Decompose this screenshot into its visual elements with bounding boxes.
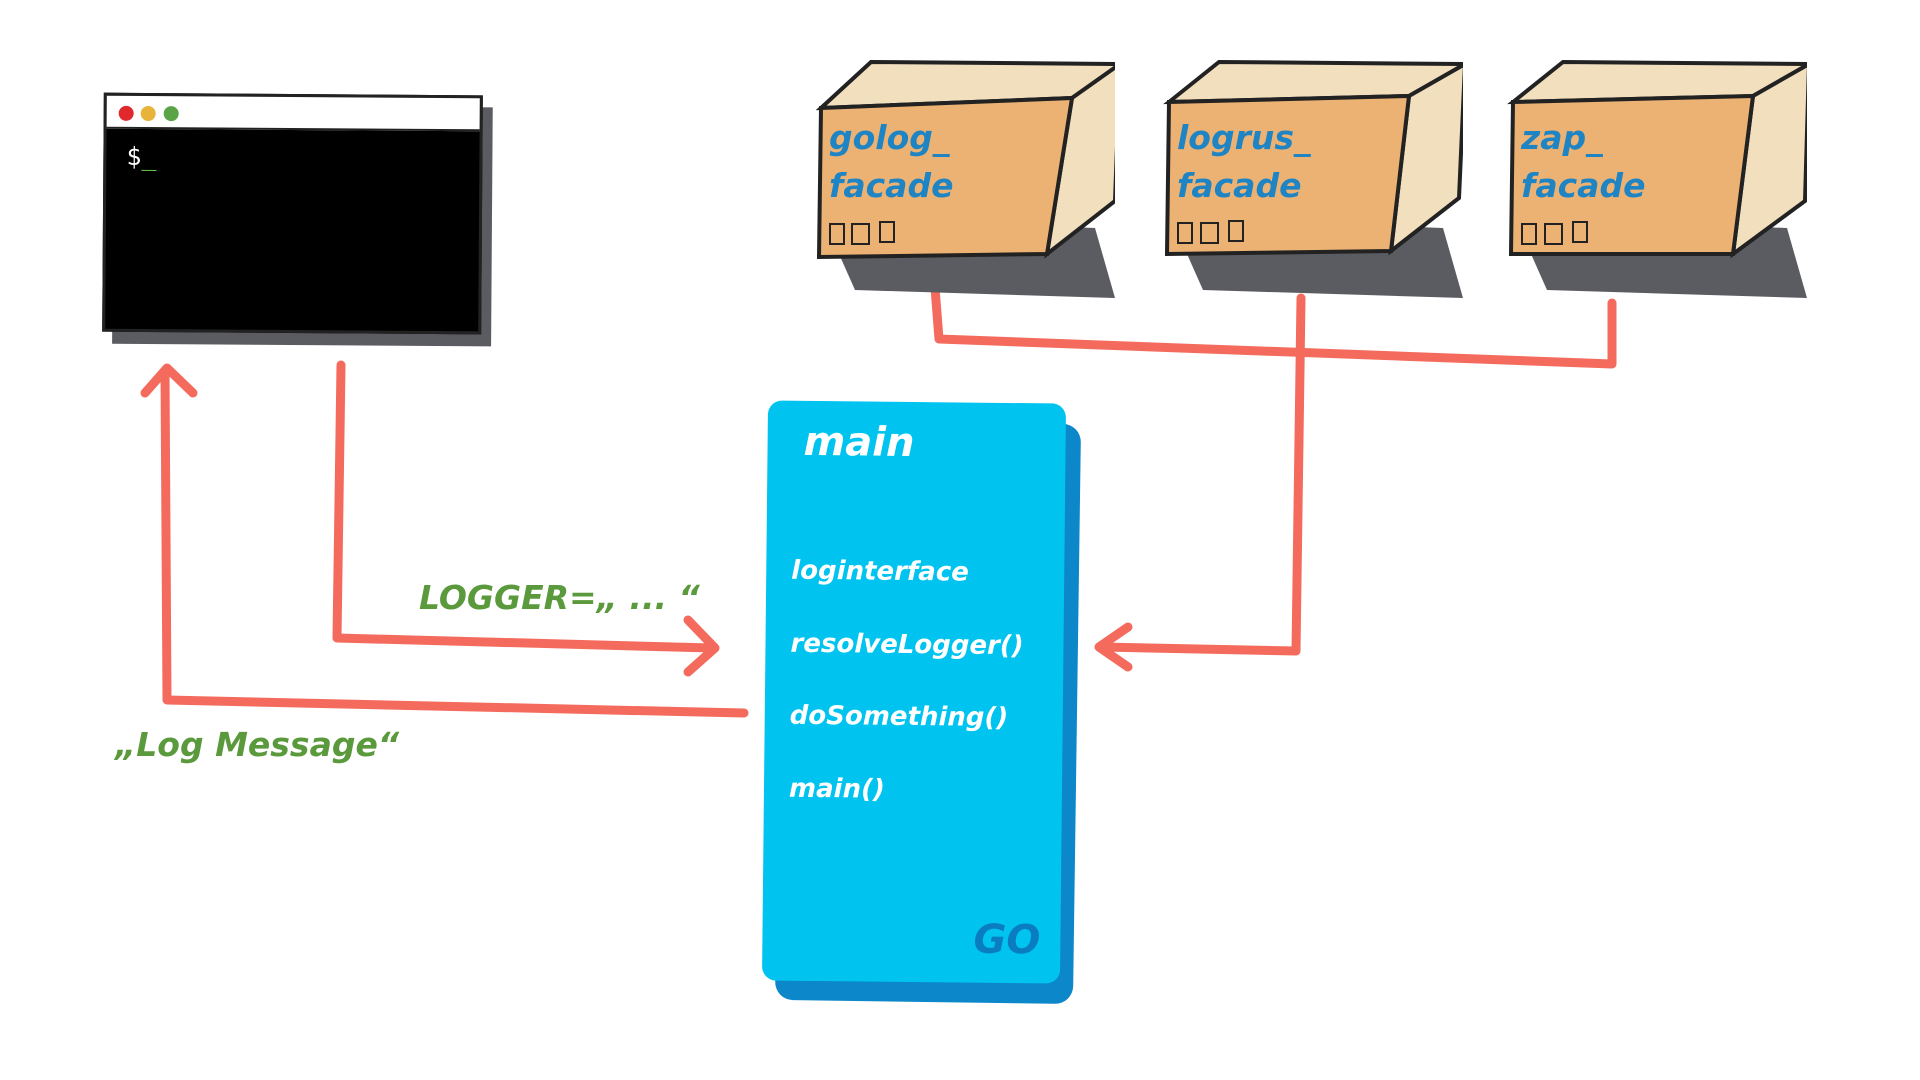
terminal-window: $_: [102, 92, 483, 335]
package-box-golog: golog_ facade: [815, 58, 1115, 298]
prompt-cursor: _: [141, 141, 157, 172]
close-dot-icon: [118, 105, 134, 121]
package-label: zap_ facade: [1521, 118, 1646, 205]
member-item: doSomething(): [789, 700, 1009, 733]
member-item: loginterface: [791, 555, 970, 588]
package-label: logrus_ facade: [1177, 118, 1311, 205]
package-box-zap: zap_ facade: [1507, 58, 1807, 298]
log-message-label: „Log Message“: [115, 725, 400, 764]
env-var-label: LOGGER=„ ... “: [419, 578, 700, 617]
facade-bus-line: [930, 283, 1617, 369]
log-arrow-head: [140, 363, 198, 398]
log-arrow-line: [160, 367, 749, 718]
file-body: main loginterface resolveLogger() doSome…: [761, 400, 1067, 984]
box-icon: [1507, 59, 1807, 298]
package-box-logrus: logrus_ facade: [1163, 58, 1463, 298]
facade-arrow-head: [1094, 622, 1133, 672]
terminal-titlebar: [106, 95, 480, 132]
box-icon: [815, 59, 1115, 298]
env-arrow-head: [683, 615, 720, 677]
go-badge: GO: [973, 916, 1041, 964]
main-go-file: main loginterface resolveLogger() doSome…: [761, 400, 1082, 1005]
facade-to-main-line: [1097, 293, 1306, 656]
member-item: main(): [788, 773, 885, 805]
member-item: resolveLogger(): [790, 628, 1024, 662]
box-icon: [1163, 59, 1463, 298]
file-title: main: [803, 418, 915, 466]
minimize-dot-icon: [140, 105, 156, 122]
maximize-dot-icon: [163, 106, 179, 122]
prompt-symbol: $: [126, 141, 142, 171]
terminal-prompt: $_: [126, 142, 156, 171]
package-label: golog_ facade: [829, 118, 954, 205]
env-arrow-line: [332, 360, 717, 653]
